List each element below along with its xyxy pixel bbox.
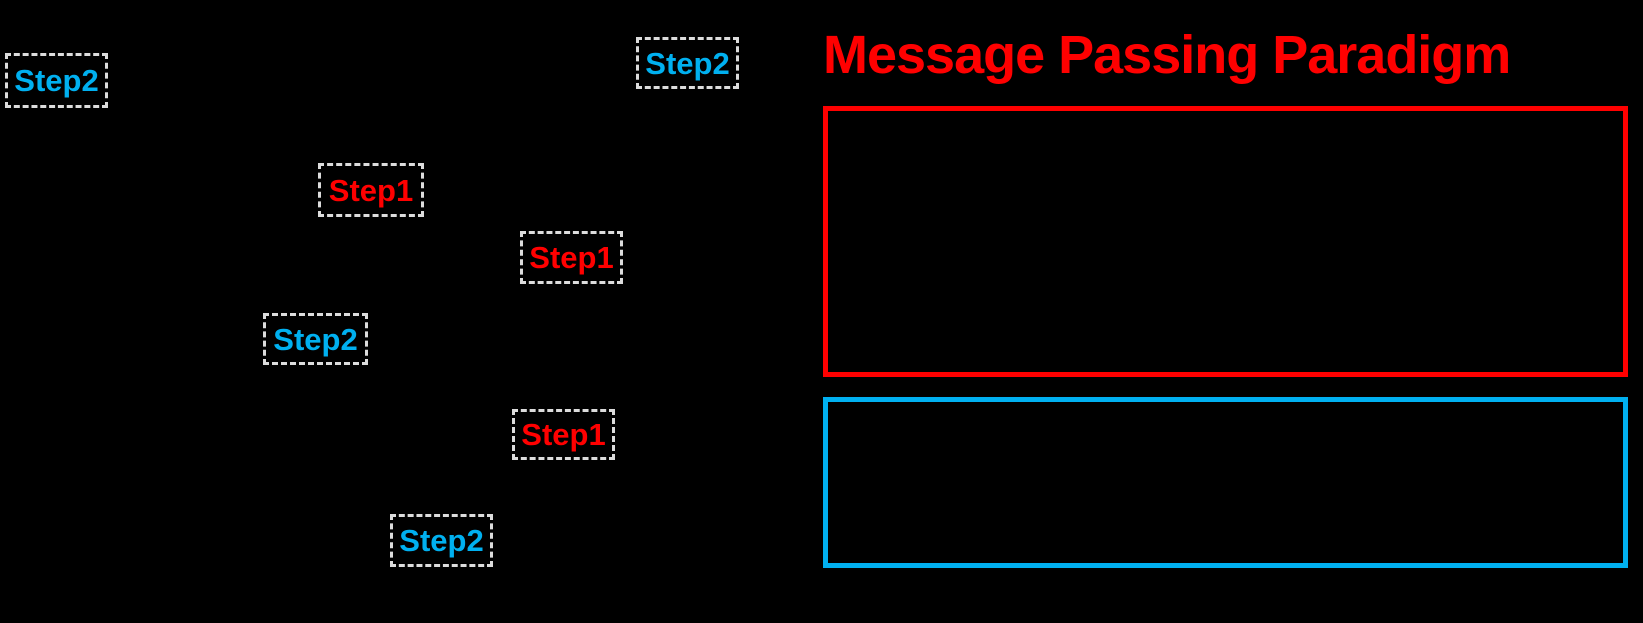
step-label: Step2 xyxy=(273,321,358,357)
step-label: Step2 xyxy=(645,45,730,81)
step-label: Step2 xyxy=(399,523,484,558)
step-label: Step2 xyxy=(14,63,99,98)
step2-dashed-box: Step2 xyxy=(390,514,493,567)
step-label: Step1 xyxy=(529,240,614,275)
step1-dashed-box: Step1 xyxy=(512,409,615,460)
step2-panel-outline xyxy=(823,397,1628,568)
step1-dashed-box: Step1 xyxy=(520,231,623,284)
step2-dashed-box: Step2 xyxy=(263,313,368,365)
step1-dashed-box: Step1 xyxy=(318,163,424,217)
step2-dashed-box: Step2 xyxy=(5,53,108,108)
step1-panel-outline xyxy=(823,106,1628,377)
step-label: Step1 xyxy=(328,172,414,208)
step-label: Step1 xyxy=(521,417,606,452)
step2-dashed-box: Step2 xyxy=(636,37,739,89)
page-title: Message Passing Paradigm xyxy=(823,25,1511,85)
